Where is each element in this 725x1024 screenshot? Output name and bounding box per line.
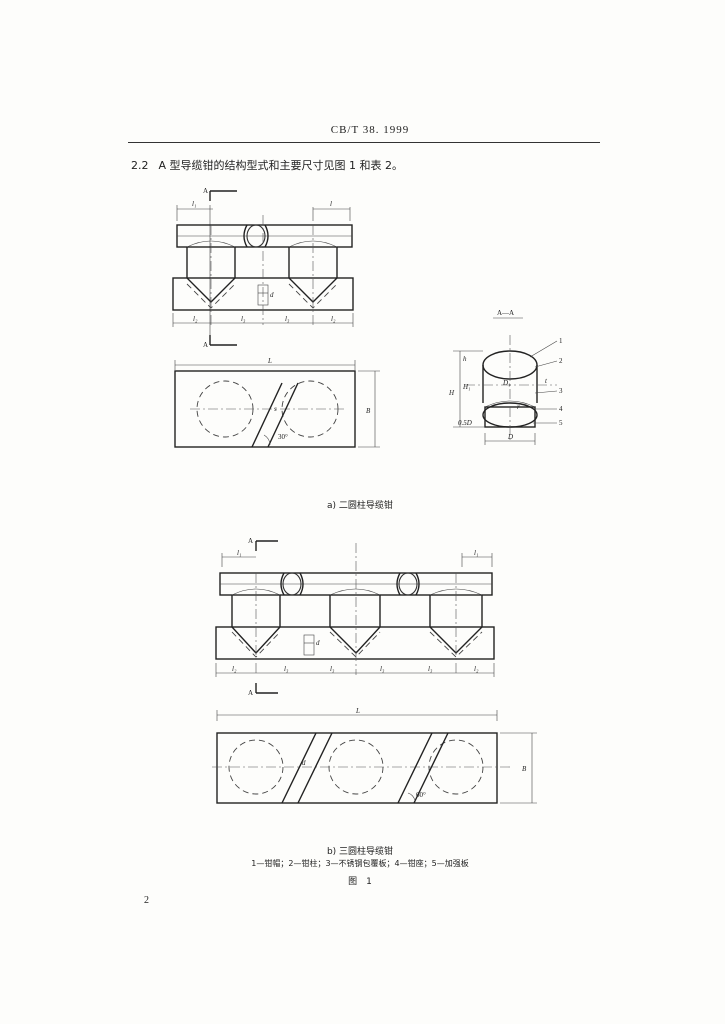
dim-a-H: H: [448, 389, 455, 397]
dim-a-d-bolt: d: [270, 291, 274, 299]
section-title-a: A—A: [497, 309, 514, 317]
dim-a-hb: 0.5D: [458, 419, 472, 427]
figure-a-plan: L s 30° B: [174, 357, 380, 448]
figure-a-elevation: A l₁ l d l₂ l₃ l₃ l₂ A: [172, 187, 354, 349]
section-mark-bottom-a: A: [203, 341, 208, 349]
dim-b-l1-right: l₁: [474, 549, 478, 557]
figure-legend: 1—钳帽；2—钳柱；3—不锈钢包覆板；4—钳座；5—加强板: [251, 859, 469, 868]
angle-a: 30°: [278, 433, 288, 441]
dim-b-l3-d: l₃: [428, 665, 433, 673]
dim-a-D: D: [507, 433, 513, 441]
dim-a-l: l: [330, 200, 332, 208]
dim-a-l3-left: l₃: [241, 315, 246, 323]
clause-2-2: 2.2 A 型导缆钳的结构型式和主要尺寸见图 1 和表 2。: [131, 157, 403, 173]
dim-b-l3-a: l₃: [284, 665, 289, 673]
dim-b-d-plan: d: [302, 759, 306, 767]
angle-b: 60°: [416, 791, 426, 799]
dim-b-l2-a: l₂: [232, 665, 237, 673]
dim-a-H1: H₁: [462, 383, 471, 391]
callout-2: 2: [559, 357, 563, 365]
dim-b-l1-left: l₁: [237, 549, 241, 557]
dim-a-l3-right: l₃: [285, 315, 290, 323]
figure-label: 图 1: [348, 877, 372, 887]
clause-number: 2.2: [131, 159, 149, 172]
figure-a-caption: a) 二圆柱导缆钳: [327, 501, 393, 511]
callout-5: 5: [559, 419, 563, 427]
dim-a-s: s: [274, 405, 277, 413]
standard-code: CB/T 38. 1999: [330, 124, 410, 136]
header-rule: [128, 142, 600, 143]
dim-b-l3-b: l₃: [330, 665, 335, 673]
dim-a-h: h: [463, 355, 467, 363]
dim-b-l3-c: l₃: [380, 665, 385, 673]
dim-a-L: L: [267, 357, 272, 365]
clause-text: A 型导缆钳的结构型式和主要尺寸见图 1 和表 2。: [158, 159, 404, 172]
dim-a-l2-right: l₂: [331, 315, 336, 323]
dim-b-L: L: [355, 707, 360, 715]
callout-4: 4: [559, 405, 563, 413]
dim-a-D1: D₁: [502, 379, 511, 387]
section-mark-top-a: A: [203, 187, 208, 195]
dim-a-B: B: [366, 407, 371, 415]
dim-a-t: t: [545, 377, 548, 385]
figure-a-section: A—A H h H₁ 0.5D D₁ r t D 1 2 3 4 5: [448, 309, 563, 445]
dim-b-l2-b: l₂: [474, 665, 479, 673]
dim-b-B: B: [522, 765, 527, 773]
dim-a-l1: l₁: [192, 200, 196, 208]
page-number: 2: [144, 895, 149, 906]
dim-b-d-bolt: d: [316, 639, 320, 647]
section-mark-bottom-b: A: [248, 689, 253, 697]
figure-b-elevation: A l₁ l₁ d l₂ l₃ l₃ l₃ l₃ l₂ A: [215, 537, 495, 697]
section-mark-top-b: A: [248, 537, 253, 545]
dim-a-r: r: [517, 403, 520, 411]
callout-3: 3: [559, 387, 563, 395]
dim-a-l2-left: l₂: [193, 315, 198, 323]
figure-b-plan: L d 60° B: [212, 707, 537, 804]
figure-b-caption: b) 三圆柱导缆钳: [326, 847, 394, 857]
callout-1: 1: [559, 337, 563, 345]
